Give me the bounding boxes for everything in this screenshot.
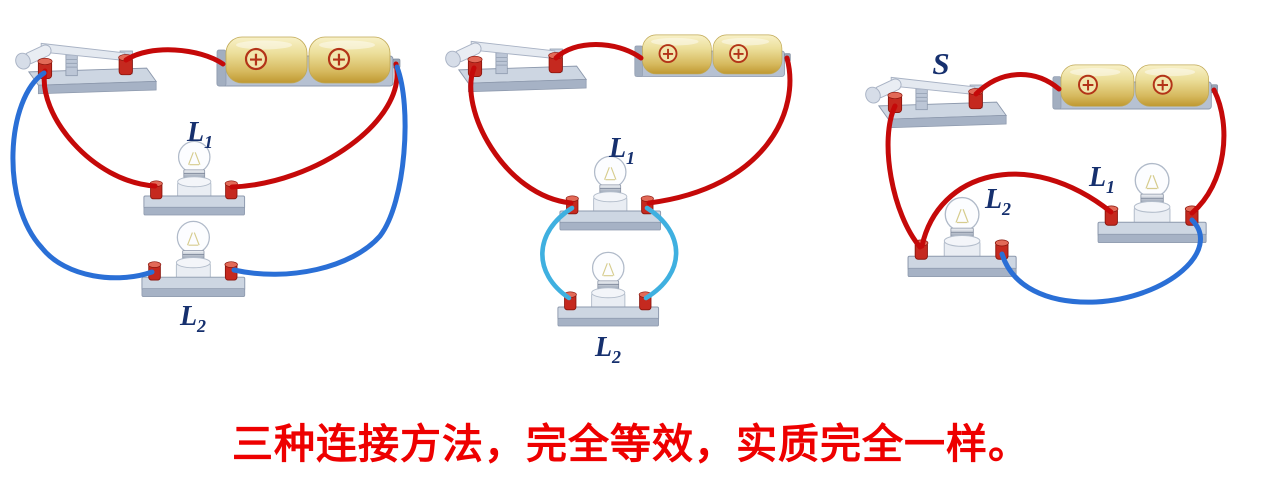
knife-switch [862,74,1007,129]
lamp-label-letter: L [984,184,1002,215]
wire-switch-to-battery [553,42,644,61]
lamp-l2-label: L2 [984,184,1011,219]
wire-l1-to-l2-right [643,205,679,301]
lamp-label-subscript: 1 [1106,177,1115,197]
knife-switch [442,38,587,93]
lamp-l1 [1097,162,1207,244]
wire-switch-to-l2 [10,70,155,281]
lamp-l2-label: L2 [594,332,621,367]
wire-switch-to-battery [123,47,226,67]
knife-switch [12,40,157,95]
wire-battery-to-l2 [231,64,408,277]
battery-pack [215,35,402,88]
lamp-l1-label: L1 [1088,162,1115,197]
lamp-label-letter: L [594,332,612,363]
wire-switch-to-l2 [885,103,923,250]
wire-l2-to-l1 [919,171,1114,249]
wire-battery-to-l1 [229,61,400,190]
wire-battery-to-l1 [646,55,793,206]
wire-l1-to-l2 [999,217,1203,305]
lamp-l1-label: L1 [186,117,213,152]
lamp-label-subscript: 2 [611,347,621,367]
lamp-l2 [141,220,246,298]
lamp-label-subscript: 1 [204,132,213,152]
lamp-label-letter: L [1088,162,1106,193]
wire-battery-to-l1 [1189,87,1227,216]
lamp-l2 [557,251,660,327]
lamp-l2-label: L2 [179,301,206,336]
wire-switch-to-l1 [468,65,574,206]
caption-text: 三种连接方法，完全等效，实质完全一样。 [232,421,1030,467]
lamp-l1 [143,140,246,216]
lamp-label-subscript: 1 [626,148,635,168]
lamp-l1 [559,155,662,231]
circuit-3: S L1 L2 [862,46,1227,305]
lamp-label-letter: L [186,117,204,148]
wire-l1-to-l2-left [540,205,575,301]
circuit-2: L1 L2 [442,33,793,367]
wire-switch-to-battery [973,72,1062,97]
circuit-1: L1 L2 [10,35,408,336]
lamp-label-subscript: 2 [196,316,206,336]
switch-label: S [932,46,949,81]
lamp-label-letter: L [179,301,197,332]
battery-pack [633,33,792,78]
lamp-l1-label: L1 [608,133,635,168]
wire-switch-to-l1 [41,68,158,189]
lamp-label-subscript: 2 [1001,199,1011,219]
battery-pack [1051,63,1219,110]
lamp-label-letter: L [608,133,626,164]
